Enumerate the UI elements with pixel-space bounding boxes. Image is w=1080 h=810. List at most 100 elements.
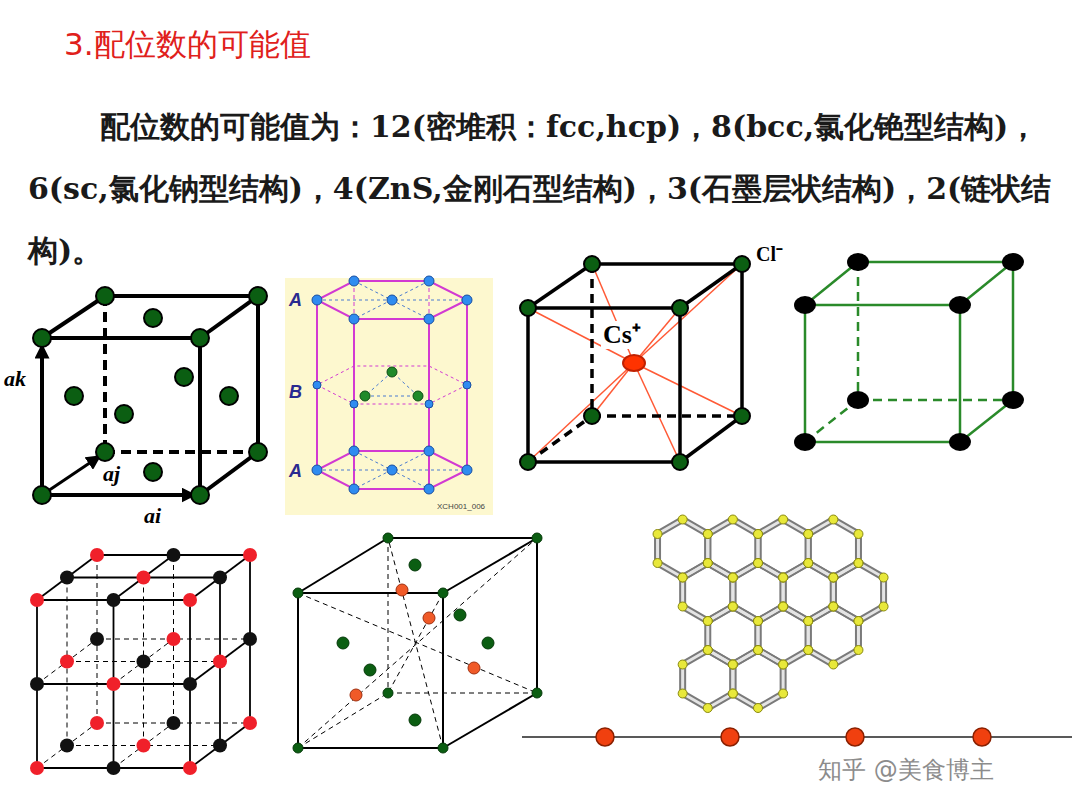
hcp-atoms (349, 314, 359, 324)
hcp-atoms (425, 400, 433, 408)
fcc-cube (42, 296, 105, 338)
carbon-atom (728, 573, 737, 582)
cscl-atoms (520, 454, 536, 470)
carbon-atom (829, 573, 838, 582)
fcc-atoms (249, 287, 267, 305)
sc-atoms (794, 253, 1024, 451)
body-text-text: 配位数的可能值为：12(密堆积：fcc,hcp)，8(bcc,氯化铯型结构)，6… (28, 109, 1051, 268)
ion (167, 716, 181, 730)
cscl-atoms (520, 300, 536, 316)
hcp-atoms (349, 446, 359, 456)
carbon-atom (754, 559, 763, 568)
bond (683, 650, 733, 708)
fcc-atoms (220, 387, 238, 405)
fcc-atoms (33, 486, 51, 504)
carbon-atom (728, 660, 737, 669)
carbon-atom (754, 617, 763, 626)
cscl-cube (528, 264, 742, 462)
fcc-atoms (115, 405, 133, 423)
carbon-atom (728, 602, 737, 611)
ion (90, 632, 104, 646)
ion-label: Cl⁻ (756, 240, 783, 267)
hcp-atoms (424, 276, 434, 286)
ion (107, 593, 121, 607)
sc-atoms (949, 296, 971, 314)
hcp-cell (317, 281, 467, 489)
lattice-line (114, 723, 174, 768)
bond (833, 563, 883, 621)
carbon-atom (854, 617, 863, 626)
carbon-atom (754, 617, 763, 626)
carbon-atom (678, 689, 687, 698)
cscl-cube (590, 264, 594, 416)
carbon-atom (804, 530, 813, 539)
carbon-atom (728, 689, 737, 698)
cscl-bonds (528, 264, 742, 462)
carbon-atom (678, 573, 687, 582)
zns-atoms (383, 688, 393, 698)
zns-atoms (438, 588, 448, 598)
carbon-atom (779, 602, 788, 611)
fcc-cube (42, 494, 195, 497)
hcp-cell (317, 281, 467, 319)
fcc-cube (105, 294, 258, 298)
hcp-atoms (360, 391, 370, 401)
sc-cube (858, 261, 1013, 264)
fcc-cube (103, 296, 107, 452)
carbon-atom (703, 646, 712, 655)
carbon-atom (829, 573, 838, 582)
sc-cube (805, 400, 858, 442)
ion (213, 655, 227, 669)
fcc-cube (42, 456, 100, 495)
ion-label-text: Cl⁻ (756, 243, 783, 265)
cscl-atoms (672, 454, 688, 470)
carbon-atom (804, 646, 813, 655)
sc-cube (1012, 262, 1015, 400)
zns-atoms (337, 637, 349, 649)
carbon-atom (703, 530, 712, 539)
zns-atoms (383, 533, 393, 543)
carbon-atom (703, 559, 712, 568)
hcp-atoms (387, 465, 397, 475)
carbon-atom (804, 530, 813, 539)
hcp-cell (317, 281, 467, 489)
fcc-atoms (144, 309, 162, 327)
chain-structure (596, 728, 614, 746)
cscl-atoms (623, 355, 645, 371)
carbon-atom (728, 602, 737, 611)
ion (137, 655, 151, 669)
ion (60, 655, 74, 669)
hcp-atoms (350, 400, 358, 408)
zns-cube (388, 538, 443, 748)
carbon-atom (678, 602, 687, 611)
layer-label-text: A (289, 290, 302, 310)
slide-title: 3.配位数的可能值 (64, 24, 311, 66)
hcp-cell (354, 281, 429, 319)
watermark: 知乎 @美食博主 (818, 754, 994, 786)
sc-cube (857, 262, 860, 400)
carbon-atom (728, 573, 737, 582)
zns-cube (443, 538, 537, 593)
hcp-atoms (313, 381, 321, 389)
zns-atoms (468, 662, 480, 674)
hcp-panel (285, 278, 493, 515)
zns-cube (388, 537, 537, 539)
fcc-atoms (96, 287, 114, 305)
zns-cube (536, 538, 538, 693)
zns-atoms (438, 743, 448, 753)
zns-cube (298, 538, 537, 748)
ion (90, 548, 104, 562)
cscl-atoms (734, 256, 750, 272)
hcp-atoms (424, 484, 434, 494)
cscl-atoms (672, 300, 688, 316)
carbon-atom (754, 530, 763, 539)
bond (733, 650, 783, 708)
vector-label: ai⃗ (144, 503, 178, 529)
hcp-atoms (424, 314, 434, 324)
nacl-lattice (30, 548, 257, 775)
ion (167, 632, 181, 646)
carbon-atom (879, 602, 888, 611)
carbon-atom (854, 646, 863, 655)
carbon-atom (779, 573, 788, 582)
hcp-atoms (424, 446, 434, 456)
